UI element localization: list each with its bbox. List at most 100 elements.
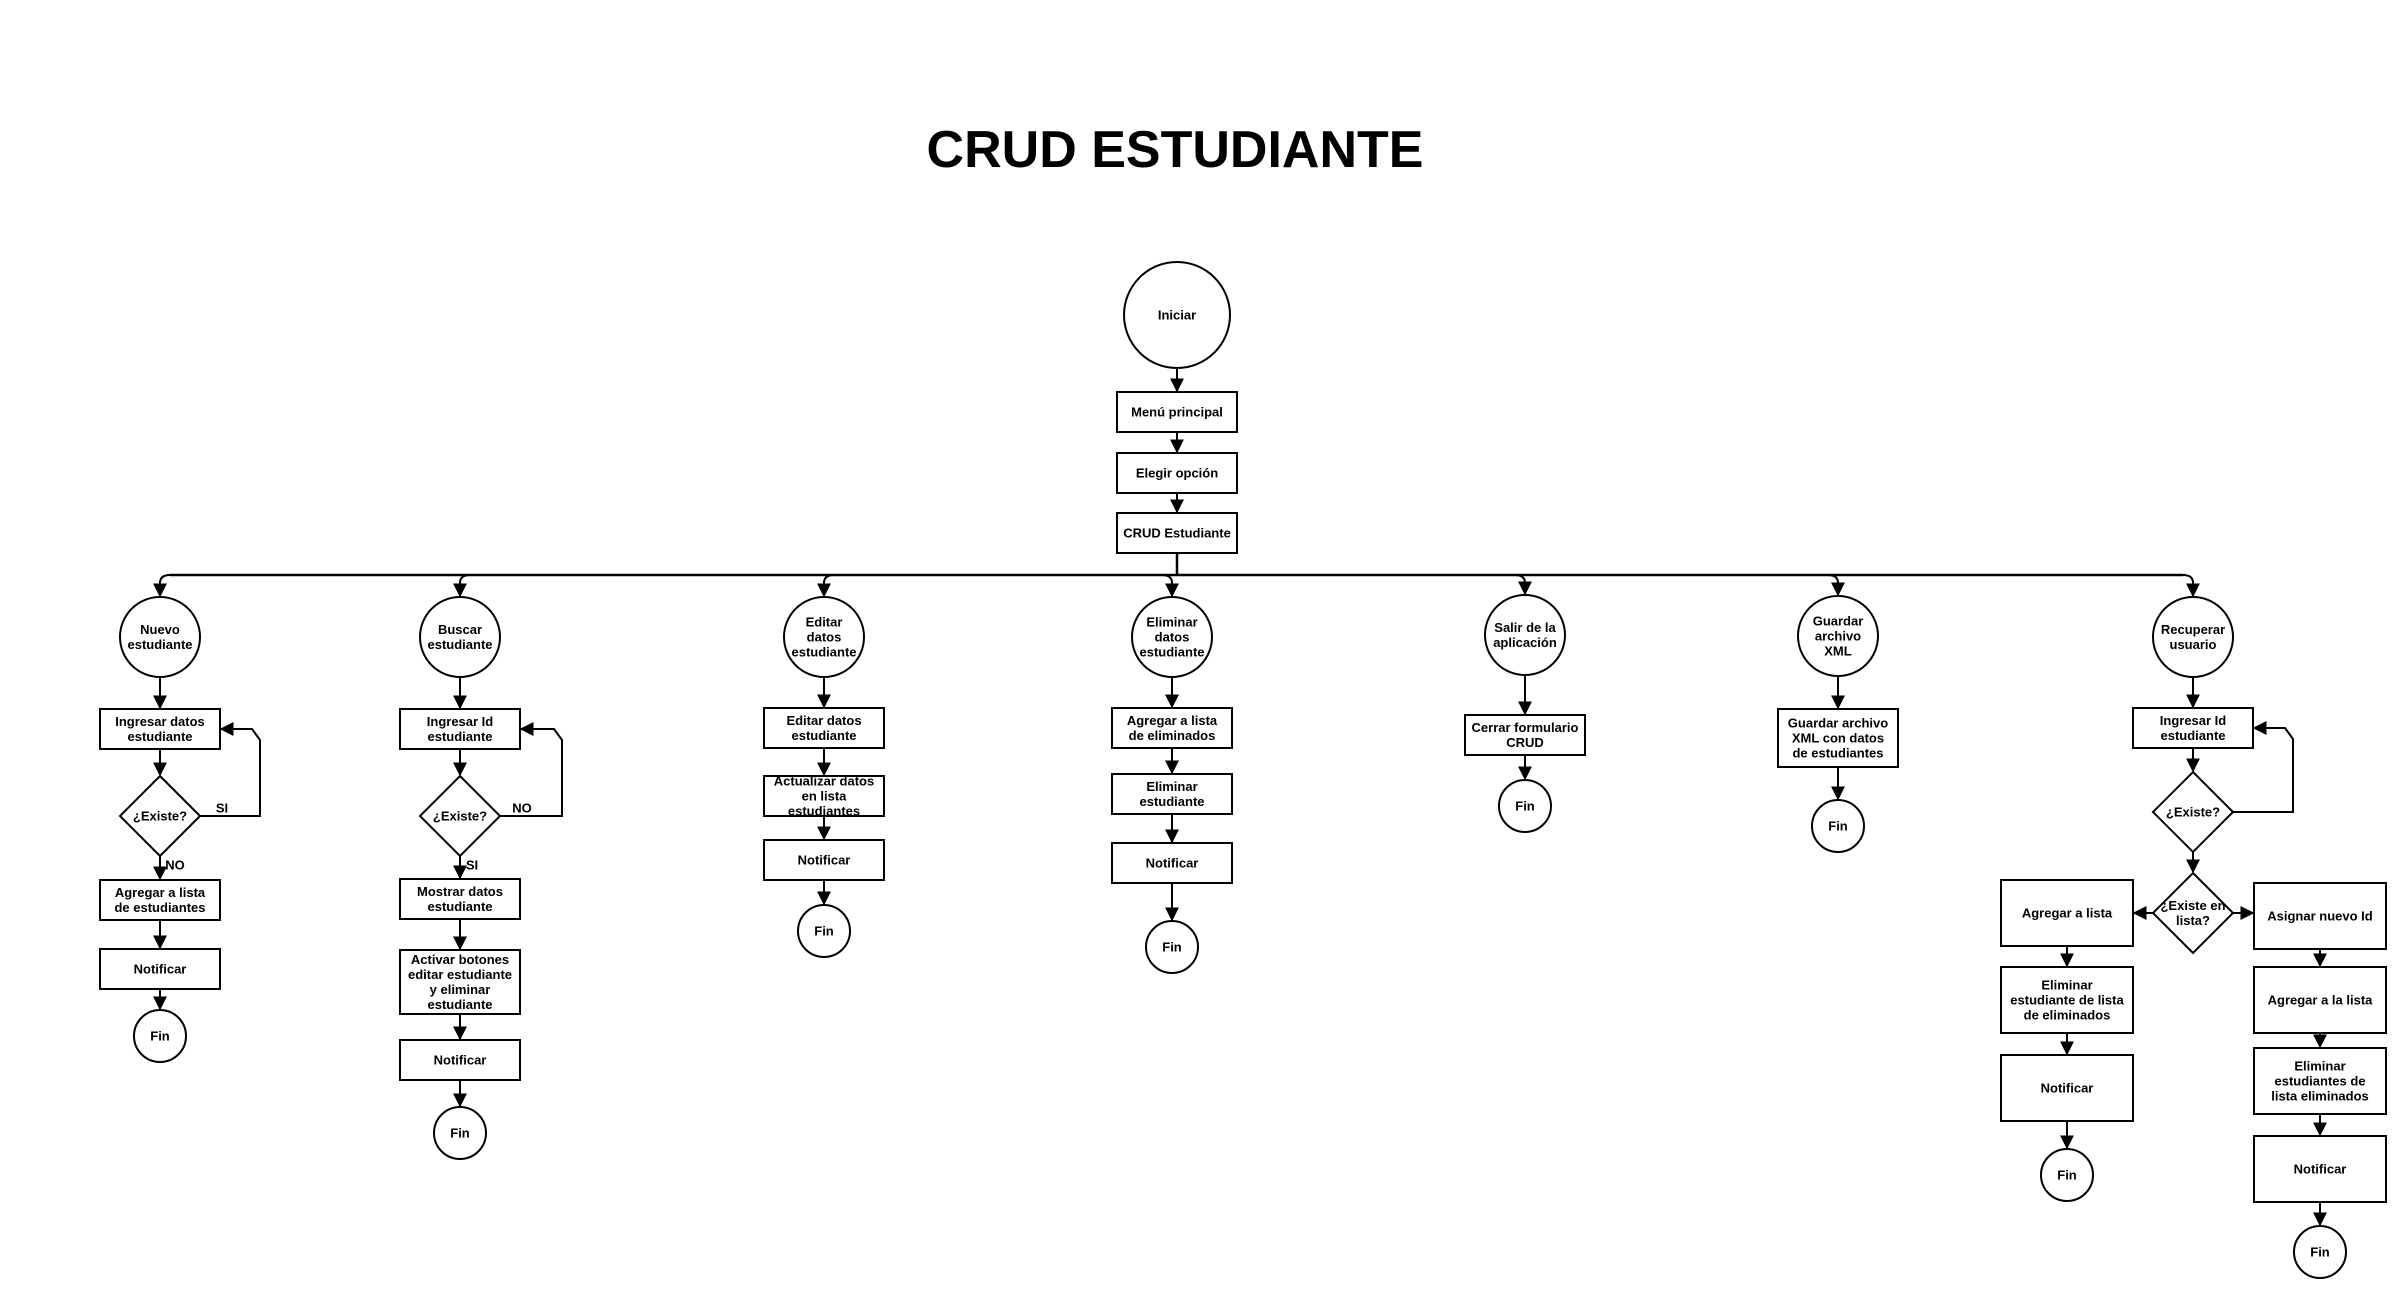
b7-decision1-label: ¿Existe? — [2166, 805, 2220, 820]
b7-right2: Agregar a la lista — [2253, 966, 2387, 1034]
b2-decision-shape — [418, 774, 502, 858]
b1-decision: ¿Existe? — [118, 774, 202, 858]
b7-right3-label: Eliminar — [2294, 1059, 2345, 1074]
b5-start-label: Salir de la — [1494, 620, 1556, 635]
b7-left3: Notificar — [2000, 1054, 2134, 1122]
b4-step3-label: Notificar — [1146, 856, 1199, 871]
b7-right-end-shape — [2293, 1225, 2347, 1279]
b4-step1-label: Agregar a lista — [1127, 713, 1218, 728]
b4-start-label: Eliminar — [1146, 615, 1197, 630]
menu-node: Menú principal — [1116, 391, 1238, 433]
b4-start-shape — [1131, 596, 1213, 678]
b3-step3-label: Notificar — [798, 853, 851, 868]
b1-step3-shape — [99, 948, 221, 990]
b7-left3-shape — [2000, 1054, 2134, 1122]
b3-start-shape — [783, 596, 865, 678]
b2-step1-label: estudiante — [427, 729, 492, 744]
b1-decision-label: ¿Existe? — [133, 809, 187, 824]
b6-start-label: XML — [1824, 644, 1852, 659]
b7-right1-label: Asignar nuevo Id — [2267, 909, 2373, 924]
choose-node: Elegir opción — [1116, 452, 1238, 494]
b7-step1-label: estudiante — [2160, 728, 2225, 743]
b4-step2-shape — [1111, 773, 1233, 815]
b7-left1-shape — [2000, 879, 2134, 947]
b3-step1-label: estudiante — [791, 728, 856, 743]
b3-end: Fin — [797, 904, 851, 958]
b1-no-label: NO — [165, 858, 185, 873]
b7-start-shape — [2152, 596, 2234, 678]
b3-end-shape — [797, 904, 851, 958]
choose-node-label: Elegir opción — [1136, 466, 1218, 481]
bar-corner-3 — [823, 574, 835, 584]
b1-step2-label: Agregar a lista — [115, 885, 206, 900]
b1-step1-label: Ingresar datos — [115, 714, 205, 729]
b1-start-label: estudiante — [127, 637, 192, 652]
b3-start-label: estudiante — [791, 645, 856, 660]
b7-right2-shape — [2253, 966, 2387, 1034]
bar-corner-4 — [1161, 574, 1173, 584]
crud-node-label: CRUD Estudiante — [1123, 526, 1231, 541]
b7-left-end-label: Fin — [2057, 1168, 2077, 1183]
b4-end: Fin — [1145, 920, 1199, 974]
b6-start-shape — [1797, 595, 1879, 677]
b4-step1-shape — [1111, 707, 1233, 749]
b7-decision1: ¿Existe? — [2151, 770, 2235, 854]
b5-step1-label: Cerrar formulario — [1472, 720, 1579, 735]
b3-step3-shape — [763, 839, 885, 881]
b2-start-label: estudiante — [427, 637, 492, 652]
b2-no-label: NO — [512, 801, 532, 816]
b7-left-end-shape — [2040, 1148, 2094, 1202]
b7-right-end-label: Fin — [2310, 1245, 2330, 1260]
b1-step2-shape — [99, 879, 221, 921]
bar-corner-1 — [159, 574, 171, 584]
crud-node: CRUD Estudiante — [1116, 512, 1238, 554]
b1-edge-yes — [200, 722, 261, 817]
b7-right3-label: lista eliminados — [2271, 1089, 2369, 1104]
b5-step1-shape — [1464, 714, 1586, 756]
b6-step1-shape — [1777, 708, 1899, 768]
b1-decision-shape — [118, 774, 202, 858]
b1-yes-label: SI — [216, 801, 228, 816]
b7-left1-label: Agregar a lista — [2022, 906, 2113, 921]
b2-end: Fin — [433, 1106, 487, 1160]
b7-right-end: Fin — [2293, 1225, 2347, 1279]
b1-start-label: Nuevo — [140, 622, 180, 637]
bar-corner-6 — [1827, 574, 1839, 584]
b7-decision1-shape — [2151, 770, 2235, 854]
b2-step1-label: Ingresar Id — [427, 714, 494, 729]
b4-start-label: datos — [1155, 630, 1190, 645]
b3-step2-label: en lista — [802, 789, 848, 804]
b5-step1-label: CRUD — [1506, 735, 1544, 750]
b3-step2-shape — [763, 775, 885, 817]
b7-edge-loop — [2233, 721, 2294, 813]
b2-step2-label: estudiante — [427, 899, 492, 914]
b2-step1-shape — [399, 708, 521, 750]
b2-end-label: Fin — [450, 1126, 470, 1141]
b6-start-label: archivo — [1815, 629, 1861, 644]
b6-step1-label: de estudiantes — [1792, 746, 1883, 761]
start-node-shape — [1123, 261, 1231, 369]
b7-left2-label: estudiante de lista — [2010, 993, 2124, 1008]
b1-step3: Notificar — [99, 948, 221, 990]
b3-start-label: datos — [807, 630, 842, 645]
b4-step3: Notificar — [1111, 842, 1233, 884]
b7-left1: Agregar a lista — [2000, 879, 2134, 947]
b2-edge-no — [500, 722, 563, 817]
b4-end-shape — [1145, 920, 1199, 974]
b2-step2-shape — [399, 878, 521, 920]
